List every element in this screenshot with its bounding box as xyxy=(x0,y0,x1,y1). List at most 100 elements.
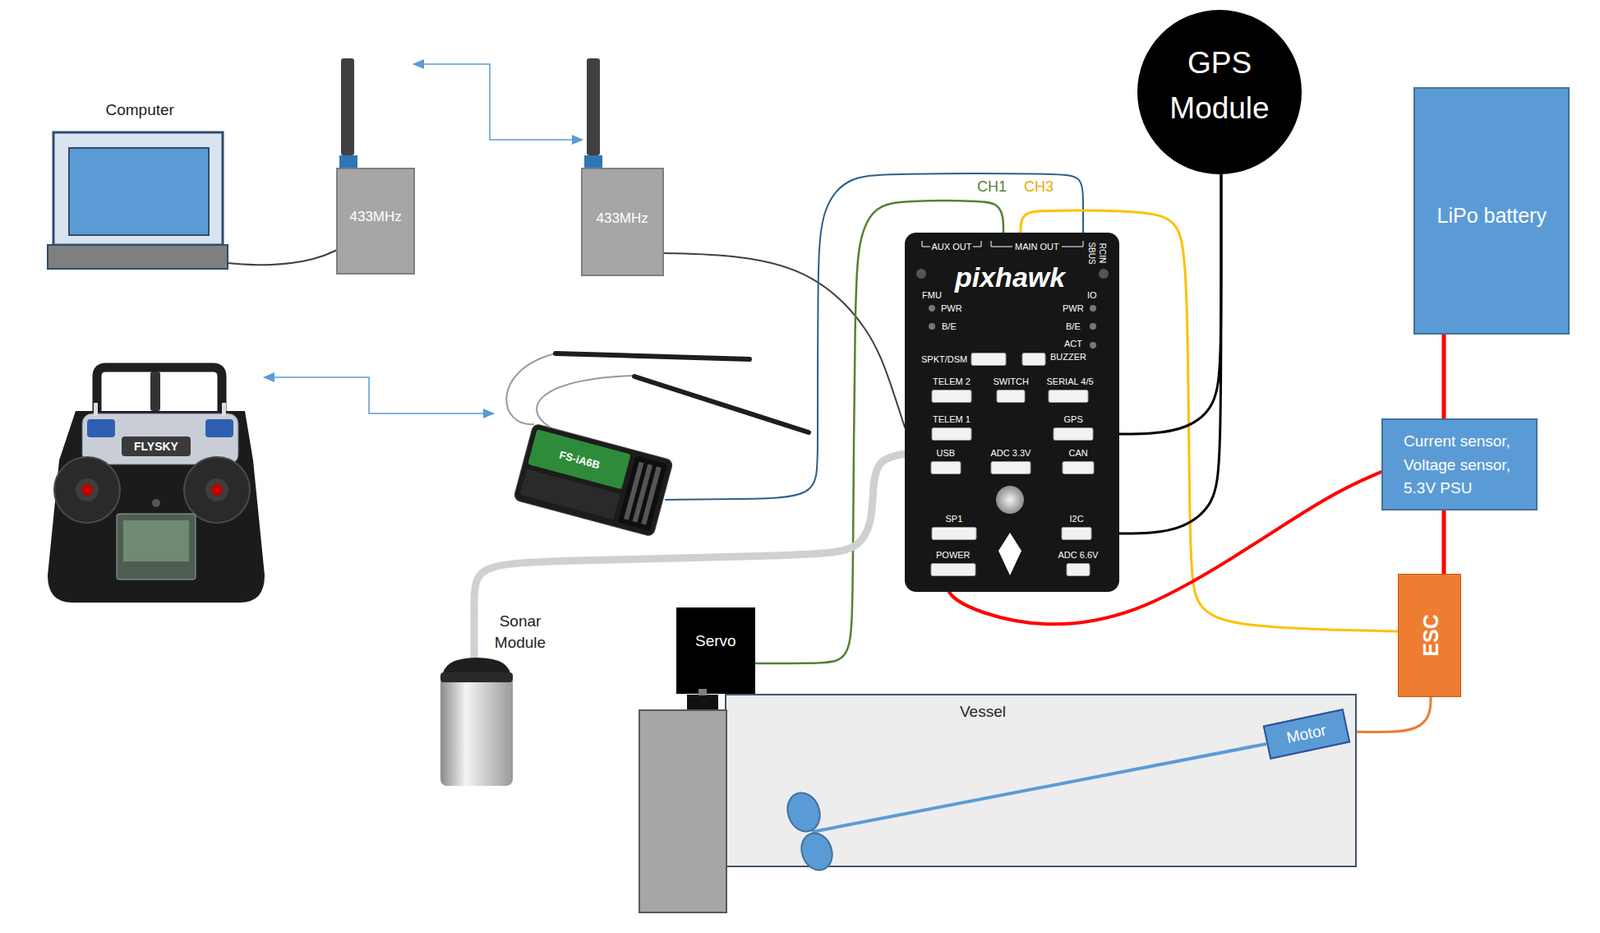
port xyxy=(1048,390,1089,403)
port xyxy=(1066,563,1090,577)
port-label: SP1 xyxy=(945,514,964,524)
node-label: LiPo battery xyxy=(1437,202,1547,228)
lcd-screen xyxy=(116,513,196,580)
motor-box: Motor xyxy=(1263,708,1352,760)
pin-header xyxy=(617,455,668,531)
port xyxy=(971,353,1006,366)
port xyxy=(931,527,977,540)
antenna-tip xyxy=(555,353,750,360)
port-label: MAIN OUT xyxy=(1014,242,1060,252)
radio-box xyxy=(336,168,415,274)
esc-box: ESC xyxy=(1397,573,1462,697)
antenna-wire xyxy=(536,375,633,428)
servo-box: Servo xyxy=(676,607,756,694)
stick-top xyxy=(211,484,223,496)
node-label: Computer xyxy=(106,101,175,120)
port-label: TELEM 2 xyxy=(932,377,971,387)
rc-link-arrow xyxy=(264,377,494,414)
port-label: PWR xyxy=(940,304,963,314)
port-label: POWER xyxy=(936,550,971,560)
port xyxy=(931,390,972,403)
screw xyxy=(916,268,927,279)
port-label: PWR xyxy=(1062,304,1084,314)
antenna-tip xyxy=(634,376,809,433)
antenna-connector xyxy=(339,155,358,169)
port xyxy=(1053,428,1093,441)
safety-button xyxy=(995,485,1024,514)
laptop-screen xyxy=(69,147,209,236)
radio-box xyxy=(581,168,664,276)
port xyxy=(996,390,1025,403)
port xyxy=(1022,353,1046,366)
antenna xyxy=(341,58,355,156)
gimbal xyxy=(184,456,250,523)
receiver-sticker xyxy=(519,469,620,520)
lcd-screen xyxy=(123,520,190,562)
receiver xyxy=(513,423,674,537)
antenna xyxy=(586,58,600,156)
circle-shape xyxy=(1137,9,1302,175)
node-label: 433MHz xyxy=(350,208,402,226)
laptop-base xyxy=(47,244,228,269)
pin-row xyxy=(640,465,661,525)
port-label: B/E xyxy=(1065,322,1081,332)
port-label: FMU xyxy=(922,290,942,300)
receiver-body xyxy=(513,423,674,537)
transmitter-body xyxy=(47,410,265,603)
motor-cable xyxy=(1350,696,1431,732)
port-label: RCIN xyxy=(1097,243,1107,263)
power-cable xyxy=(1442,334,1447,419)
gps-cable xyxy=(1119,174,1222,434)
port xyxy=(931,563,976,577)
port-label: SERIAL 4/5 xyxy=(1046,377,1094,387)
battery-box: LiPo battery xyxy=(1413,87,1570,335)
status-led xyxy=(1089,304,1097,312)
transmitter-antenna xyxy=(150,371,161,411)
port-label: ADC 3.3V xyxy=(991,448,1032,458)
port-label: ACT xyxy=(1064,339,1083,349)
servo-shaft xyxy=(698,688,707,696)
port xyxy=(991,461,1031,475)
node-label: pixhawk xyxy=(954,262,1066,291)
gimbal xyxy=(205,478,229,502)
port xyxy=(1061,527,1092,540)
gimbal xyxy=(75,478,99,502)
sonar-cable xyxy=(470,608,479,663)
port-label: SBUS xyxy=(1086,241,1095,264)
antenna-connector xyxy=(584,155,603,169)
signal-label: CH3 xyxy=(1021,178,1056,195)
node-label: Current sensor, Voltage sensor, 5.3V PSU xyxy=(1403,429,1527,501)
stick-top xyxy=(81,484,93,496)
node-label: 433MHz xyxy=(596,210,649,227)
status-led xyxy=(928,322,936,330)
transmitter-trim xyxy=(87,419,116,438)
gps-circle: GPS Module xyxy=(1137,9,1302,175)
node-label: GPS Module xyxy=(1149,40,1290,132)
rudder xyxy=(639,710,727,913)
port-label: AUX OUT xyxy=(931,242,973,252)
sonar-cable xyxy=(474,453,905,609)
i2c-cable xyxy=(1119,174,1222,534)
toggle-switch xyxy=(93,402,98,416)
port xyxy=(1062,461,1094,475)
port-label: USB xyxy=(936,448,956,458)
radio-link-arrow xyxy=(414,64,582,140)
signal-label: CH1 xyxy=(974,178,1010,195)
usb-cable xyxy=(227,249,337,265)
telemetry-cable xyxy=(663,253,905,428)
port-label: CAN xyxy=(1069,448,1089,458)
node-label: Motor xyxy=(1285,720,1328,747)
status-led xyxy=(1089,341,1097,349)
port xyxy=(931,461,961,475)
status-led xyxy=(1089,322,1097,330)
port-label: GPS xyxy=(1064,414,1084,425)
node-label: Servo xyxy=(695,631,737,651)
antenna-wire xyxy=(506,353,556,425)
node-label: FLYSKY xyxy=(133,439,179,454)
screw xyxy=(1098,268,1109,279)
power-module-cable xyxy=(949,471,1382,624)
sonar-body xyxy=(440,675,513,786)
port-label: TELEM 1 xyxy=(932,414,971,425)
